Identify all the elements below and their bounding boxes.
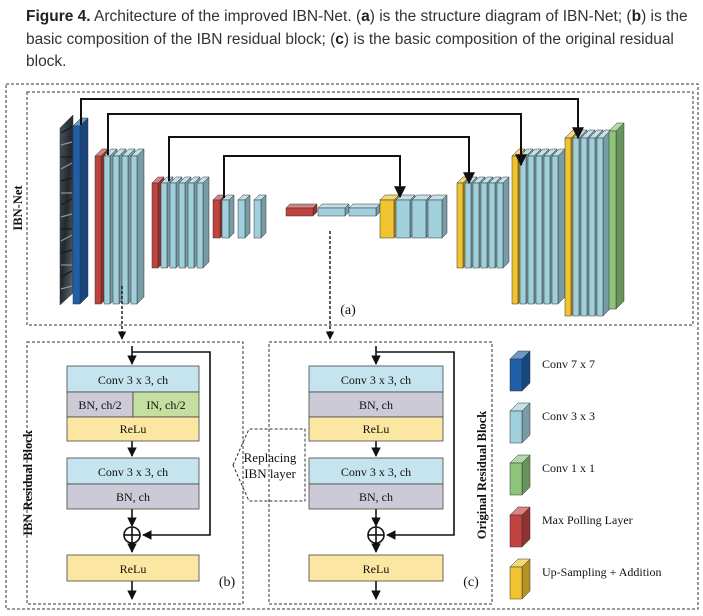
outer-frame: [5, 83, 699, 610]
maxpool-block-4: [285, 203, 318, 217]
caption-text-1: Architecture of the improved IBN-Net. (: [90, 8, 362, 25]
legend: Conv 7 x 7 Conv 3 x 3 Conv 1 x 1 Max Pollin…: [509, 350, 661, 600]
panel-b-arrows: [127, 346, 211, 600]
b-conv2-label: Conv 3 x 3, ch: [98, 465, 168, 479]
skip-connections: [80, 98, 584, 199]
panel-b-label: (b): [219, 575, 236, 590]
conv3x3-block: [196, 176, 210, 269]
b-bn2-block: [66, 483, 200, 510]
conv3x3-block: [237, 194, 251, 239]
legend-swatch-4: [509, 506, 531, 548]
conv3x3-block: [221, 194, 235, 239]
skip-connection-3: [168, 136, 475, 185]
b-conv2-block: [66, 457, 200, 485]
conv3x3-block: [348, 203, 381, 217]
replace-line-2: IBN layer: [244, 466, 296, 481]
skip-connection-2: [107, 113, 527, 167]
figure-caption: Figure 4. Architecture of the improved I…: [26, 6, 688, 74]
caption-ref-b: b: [631, 8, 642, 25]
legend-label-2: Conv 3 x 3: [542, 409, 595, 423]
conv3x3-block: [496, 176, 510, 269]
legend-swatch-5: [509, 558, 531, 600]
panel-c-side-label: Original Residual Block: [475, 411, 489, 540]
b-bn-half-label: BN, ch/2: [78, 398, 121, 412]
caption-text-4: ) is the basic composition of the origin…: [26, 30, 674, 71]
legend-label-1: Conv 7 x 7: [542, 357, 595, 371]
panel-a-frame: [26, 91, 694, 326]
c-conv2-label: Conv 3 x 3, ch: [341, 465, 411, 479]
b-relu1-label: ReLu: [120, 422, 147, 436]
legend-swatch-1: [509, 350, 531, 392]
c-bn1-label: BN, ch: [359, 398, 393, 412]
c-relu2-label: ReLu: [363, 562, 390, 576]
conv3x3-block: [253, 194, 267, 239]
b-relu1-block: [66, 416, 200, 442]
conv7x7-block: [72, 117, 89, 305]
b-relu2-label: ReLu: [120, 562, 147, 576]
c-conv1-label: Conv 3 x 3, ch: [341, 373, 411, 387]
panel-a-side-label: IBN-Net: [11, 185, 25, 231]
b-addition-icon: [123, 526, 141, 544]
legend-label-3: Conv 1 x 1: [542, 461, 595, 475]
skip-connection-4: [223, 155, 406, 199]
skip-connection-1: [80, 98, 584, 140]
c-relu1-label: ReLu: [363, 422, 390, 436]
c-relu2-block: [308, 554, 444, 582]
b-relu2-block: [66, 554, 200, 582]
architecture-diagram: IBN-Net (a) IBN Residual Block Conv 3 x …: [5, 83, 699, 610]
c-conv1-block: [308, 365, 444, 393]
replace-line-1: Replacing: [244, 450, 297, 465]
c-relu1-block: [308, 416, 444, 442]
b-conv1-block: [66, 365, 200, 393]
legend-swatch-2: [509, 402, 531, 444]
panel-a-label: (a): [340, 303, 356, 318]
c-bn2-block: [308, 483, 444, 510]
legend-label-5: Up-Sampling + Addition: [542, 565, 661, 579]
b-conv1-label: Conv 3 x 3, ch: [98, 373, 168, 387]
b-bn-half-block: [66, 391, 134, 418]
caption-ref-a: a: [361, 8, 370, 25]
panel-c-frame: [268, 341, 493, 605]
c-addition-icon: [367, 526, 385, 544]
legend-swatch-3: [509, 454, 531, 496]
panel-b-side-label: IBN Residual Block: [21, 430, 35, 536]
panel-b-frame: [26, 341, 244, 605]
conv3x3-block: [427, 194, 448, 239]
conv3x3-block: [130, 148, 145, 305]
c-bn2-label: BN, ch: [359, 490, 393, 504]
conv1x1-block: [608, 122, 625, 310]
ibn-net-architecture: [59, 114, 625, 317]
caption-text-3: ) is the basic composition of the IBN re…: [26, 8, 688, 48]
b-bn2-label: BN, ch: [116, 490, 150, 504]
figure-label: Figure 4.: [26, 8, 91, 25]
b-in-half-label: IN, ch/2: [146, 398, 185, 412]
conv3x3-block: [551, 148, 566, 305]
figure-area: IBN-Net (a) IBN Residual Block Conv 3 x …: [5, 83, 701, 611]
caption-ref-c: c: [335, 30, 344, 48]
panel-c-arrows: [371, 346, 455, 600]
conv3x3-block: [317, 203, 350, 217]
legend-label-4: Max Polling Layer: [542, 513, 633, 527]
caption-text-2: ) is the structure diagram of IBN-Net; (: [369, 8, 632, 25]
input-image: [59, 114, 74, 306]
b-in-half-block: [132, 391, 200, 418]
panel-c-label: (c): [463, 575, 479, 590]
replacing-ibn-layer-note: Replacing IBN layer: [232, 428, 306, 502]
